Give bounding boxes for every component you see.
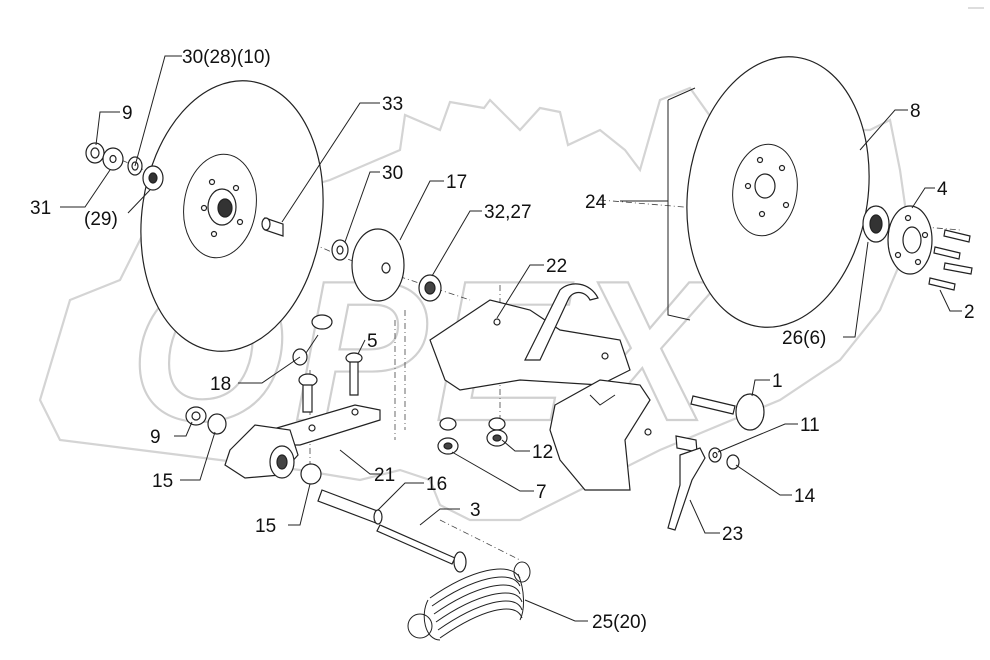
callout-1: 1: [772, 371, 783, 392]
callout-21: 21: [374, 465, 395, 486]
callout-26-6: 26(6): [782, 328, 826, 349]
nut-7: [437, 417, 459, 455]
callout-9-bottom: 9: [150, 427, 161, 448]
washer-31: [102, 147, 124, 171]
callout-22: 22: [546, 256, 567, 277]
callout-33: 33: [382, 94, 403, 115]
leader-lines: [60, 55, 962, 622]
callout-9-top: 9: [122, 103, 133, 124]
bearing-32-27: [418, 274, 442, 302]
callout-23: 23: [722, 524, 743, 545]
callout-25-20: 25(20): [592, 612, 647, 633]
bearing-26-6: [862, 205, 890, 243]
callout-labels: 30(28)(10) 9 31 (29) 33 30 17 32,27 22 2…: [30, 47, 975, 633]
callout-29: (29): [84, 209, 118, 230]
bolt-1: [690, 393, 765, 431]
bushing-15-bottom: [300, 463, 322, 485]
scraper-blade: [549, 379, 651, 491]
bolts-2: [928, 229, 973, 291]
callout-17: 17: [446, 172, 467, 193]
left-disc: [140, 80, 324, 352]
cap-17: [351, 228, 405, 302]
hub-4: [887, 205, 933, 275]
nut-12: [486, 417, 508, 447]
callout-5: 5: [367, 331, 378, 352]
pin-16: [317, 489, 383, 525]
callout-15-bottom: 15: [255, 516, 276, 537]
callout-24: 24: [585, 192, 607, 213]
callout-32-27: 32,27: [484, 202, 532, 223]
callout-15-top: 15: [152, 471, 173, 492]
nut-9-top: [85, 142, 105, 164]
washer-11: [708, 447, 722, 463]
callout-30: 30: [382, 163, 403, 184]
callout-2: 2: [964, 302, 975, 323]
right-disc-8: [686, 56, 870, 328]
spring-25-20: [407, 561, 531, 641]
callout-12: 12: [532, 442, 553, 463]
callout-7: 7: [536, 482, 547, 503]
bolt-5: [345, 352, 363, 396]
grease-nipple-18: [292, 314, 333, 366]
bolt-3: [376, 524, 467, 573]
callout-11: 11: [800, 415, 820, 436]
lever-23: [644, 428, 706, 531]
arm-22: [429, 283, 631, 391]
callout-3: 3: [470, 500, 481, 521]
nut-14: [726, 454, 740, 470]
callout-8: 8: [910, 101, 921, 122]
washer-30: [331, 239, 349, 261]
bushing-15-top: [207, 413, 227, 435]
callout-16: 16: [426, 474, 447, 495]
spacer-33: [261, 217, 284, 237]
callout-30-28-10: 30(28)(10): [182, 47, 271, 68]
washer-29: [142, 165, 164, 191]
shield-24: [667, 87, 696, 321]
bracket-21: [224, 404, 381, 479]
callout-31: 31: [30, 198, 51, 219]
callout-14: 14: [794, 486, 816, 507]
callout-4: 4: [937, 179, 948, 200]
bolt-bracket: [298, 373, 318, 413]
nut-9-bottom: [185, 406, 207, 426]
callout-18: 18: [210, 374, 231, 395]
